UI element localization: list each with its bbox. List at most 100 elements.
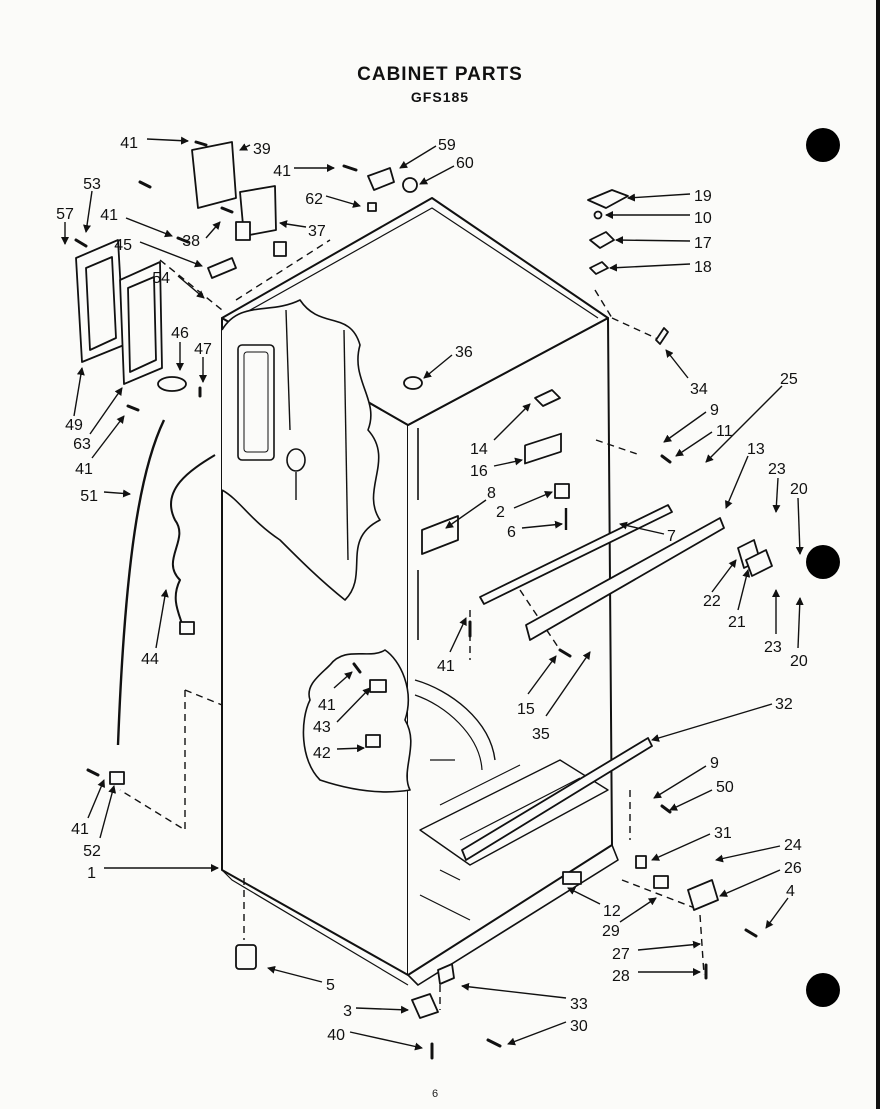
callout-leader-line [567, 887, 601, 905]
callout-leader-line [653, 765, 707, 799]
callout-23: 23 [764, 589, 782, 656]
callout-label: 5 [326, 977, 335, 994]
binder-hole-bottom [806, 973, 840, 1007]
model-number: GFS185 [410, 89, 470, 105]
callout-label: 17 [694, 235, 712, 252]
callout-leader-line [493, 457, 523, 467]
callout-57: 57 [56, 206, 74, 245]
callout-41: 41 [100, 207, 173, 238]
rear-roller [235, 944, 257, 970]
callout-leader-line [513, 491, 553, 509]
callout-label: 38 [182, 233, 200, 250]
hinge-cover [587, 189, 629, 209]
callout-22: 22 [703, 559, 737, 610]
callout-leader-line [675, 431, 713, 457]
callout-leader-line [715, 845, 781, 863]
callout-leader-line [651, 703, 773, 742]
callout-leader-line [737, 569, 751, 611]
gasket [119, 261, 163, 385]
callout-label: 41 [437, 658, 455, 675]
callout-label: 41 [318, 697, 336, 714]
callout-46: 46 [171, 325, 189, 371]
diagram-title: CABINET PARTS [357, 64, 523, 85]
callout-40: 40 [327, 1027, 423, 1051]
callout-29: 29 [602, 897, 657, 940]
callout-label: 45 [114, 237, 132, 254]
trim-strip [525, 517, 725, 641]
callout-leader-line [669, 789, 713, 811]
callout-label: 33 [570, 996, 588, 1013]
callout-label: 46 [171, 325, 189, 342]
callout-label: 4 [786, 883, 795, 900]
callout-16: 16 [470, 457, 523, 480]
callout-43: 43 [313, 687, 371, 736]
callout-9: 9 [653, 755, 719, 799]
callout-label: 43 [313, 719, 331, 736]
callout-41: 41 [437, 617, 467, 675]
callout-leader-line [445, 499, 487, 529]
callout-leader-line [325, 195, 361, 208]
callout-leader-line [615, 236, 691, 245]
callout-18: 18 [609, 259, 712, 276]
callout-leader-line [336, 744, 365, 753]
callout-leader-line [545, 651, 591, 717]
callout-leader-line [349, 1031, 423, 1051]
callout-34: 34 [665, 349, 708, 398]
callout-label: 49 [65, 417, 83, 434]
binder-hole-middle [806, 545, 840, 579]
callout-leader-line [177, 275, 205, 299]
drain-tube [116, 419, 166, 746]
top-hinge [589, 231, 615, 249]
callout-label: 6 [507, 524, 516, 541]
callout-leader-line [665, 349, 689, 379]
callout-31: 31 [651, 825, 732, 861]
callout-26: 26 [719, 860, 802, 897]
callout-41: 41 [318, 671, 353, 714]
callout-25: 25 [705, 371, 798, 463]
callout-5: 5 [267, 965, 335, 994]
callout-51: 51 [80, 488, 131, 505]
callout-leader-line [336, 687, 371, 723]
callout-leader-line [449, 617, 467, 653]
callout-2: 2 [496, 491, 553, 521]
callout-32: 32 [651, 696, 793, 742]
callout-leader-line [239, 143, 251, 151]
callout-label: 23 [764, 639, 782, 656]
callout-37: 37 [279, 220, 326, 240]
callout-41: 41 [71, 779, 105, 838]
callout-label: 9 [710, 402, 719, 419]
callout-42: 42 [313, 744, 365, 762]
callout-49: 49 [65, 367, 85, 434]
callout-leader-line [103, 489, 131, 498]
callout-41: 41 [273, 163, 335, 180]
callout-label: 8 [487, 485, 496, 502]
callout-6: 6 [507, 520, 563, 541]
callout-label: 44 [141, 651, 159, 668]
callout-20: 20 [790, 481, 808, 555]
control-housing [191, 141, 237, 209]
callout-label: 20 [790, 653, 808, 670]
callout-45: 45 [114, 237, 203, 268]
callout-59: 59 [399, 137, 456, 169]
callout-28: 28 [612, 968, 701, 985]
callout-leader-line [89, 387, 123, 435]
toe-strip [461, 737, 653, 861]
callout-23: 23 [768, 461, 786, 513]
callout-1: 1 [87, 864, 219, 882]
callout-leader-line [765, 897, 789, 929]
callout-leader-line [125, 217, 173, 238]
callout-label: 21 [728, 614, 746, 631]
callout-label: 63 [73, 436, 91, 453]
callout-label: 10 [694, 210, 712, 227]
callout-label: 32 [775, 696, 793, 713]
callout-leader-line [619, 521, 665, 535]
callout-label: 28 [612, 968, 630, 985]
callout-leader-line [795, 597, 804, 649]
callout-label: 22 [703, 593, 721, 610]
power-cord [170, 454, 216, 631]
callout-4: 4 [765, 883, 795, 929]
callout-30: 30 [507, 1018, 588, 1046]
callout-label: 25 [780, 371, 798, 388]
callout-label: 18 [694, 259, 712, 276]
callout-39: 39 [239, 141, 271, 158]
